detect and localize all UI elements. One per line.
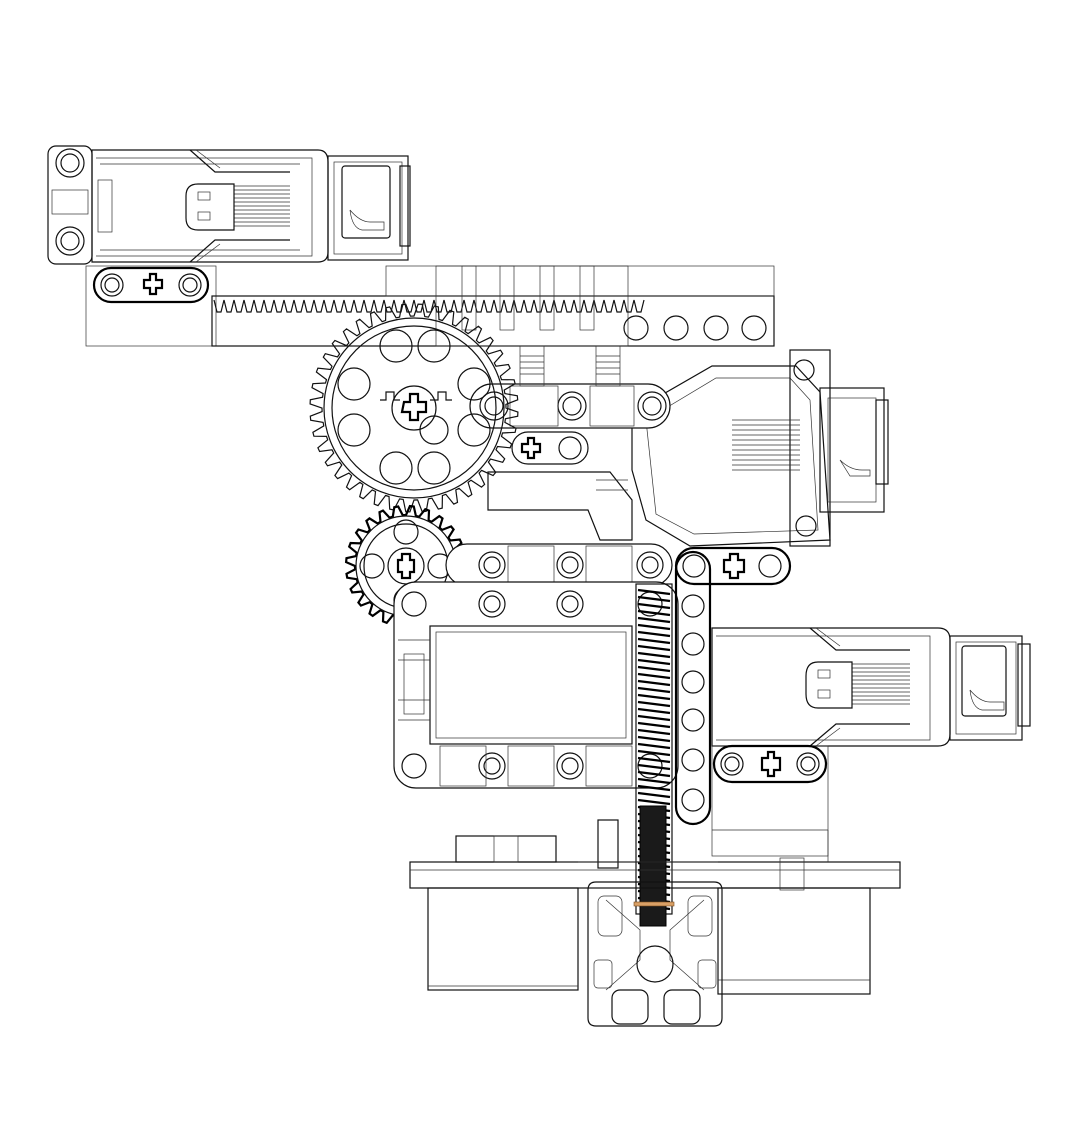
large-motor-right-middle [631, 349, 889, 547]
frame-5x7 [393, 581, 679, 789]
connector-hub [587, 881, 723, 1027]
liftarm-middle [445, 543, 673, 587]
ultrasonic-sensor [409, 829, 901, 995]
gear-rack [211, 265, 775, 347]
large-motor-top-left [47, 145, 411, 265]
liftarm-3l-bottom [711, 744, 829, 857]
liftarm-upper [469, 345, 671, 541]
large-motor-bottom-right [711, 627, 1031, 747]
liftarm-3l-top [85, 265, 217, 347]
vertical-liftarm [674, 546, 792, 826]
gear-large-40t [309, 303, 519, 513]
